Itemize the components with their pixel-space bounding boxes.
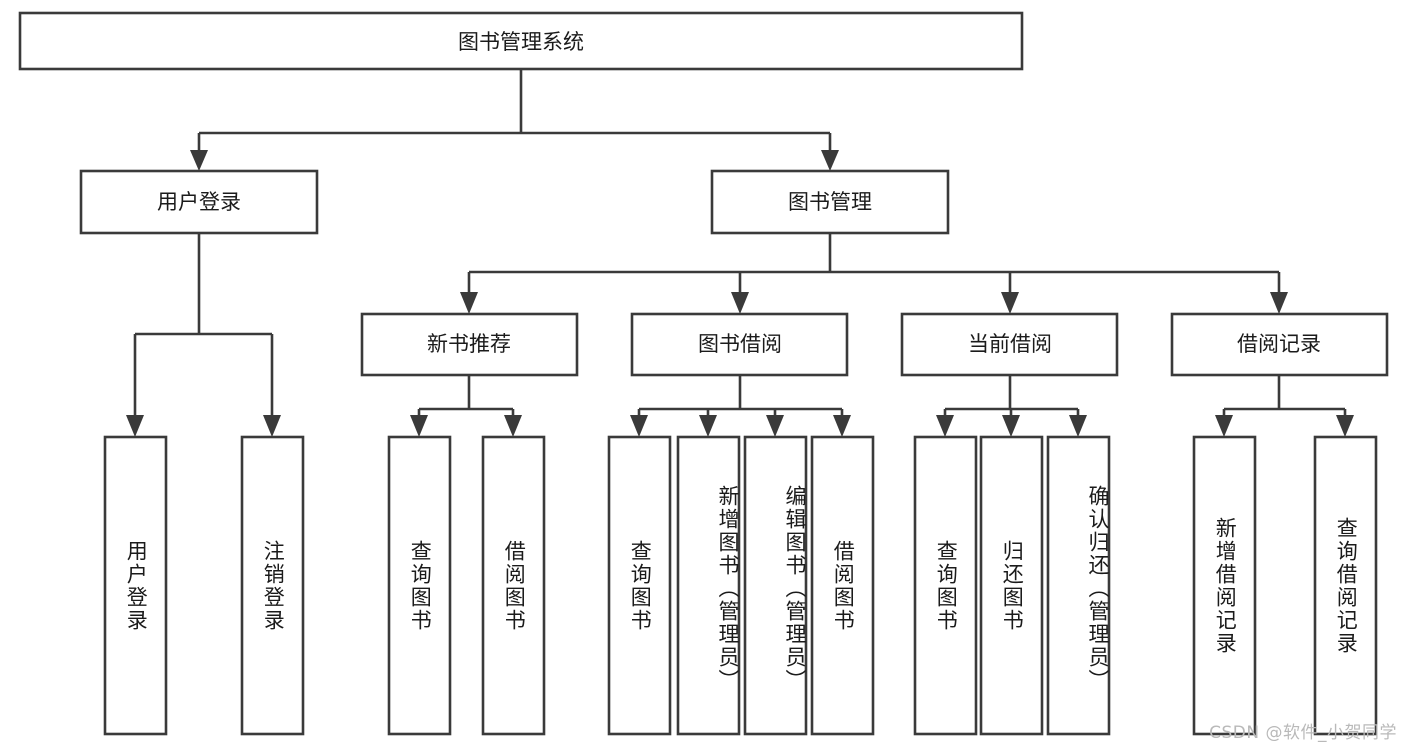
node-box-leaf-nb-query-book[interactable]: [387, 435, 452, 736]
node-label-leaf-logout: 注销登录: [261, 539, 286, 632]
node-label-leaf-bb-query-book: 查询图书: [628, 539, 653, 632]
node-box-leaf-nb-borrow-book[interactable]: [481, 435, 546, 736]
arrow-head-book-mgmt: [821, 150, 839, 171]
arrow-head-leaf-logout: [263, 415, 281, 437]
arrow-head-current-borrow: [1001, 292, 1019, 314]
node-box-leaf-br-query-record[interactable]: [1313, 435, 1378, 736]
node-label-current-borrow: 当前借阅: [968, 332, 1052, 356]
node-box-leaf-br-add-record[interactable]: [1192, 435, 1257, 736]
edges-group: [126, 69, 1354, 437]
node-label-root: 图书管理系统: [458, 30, 584, 54]
node-box-book-management[interactable]: [710, 169, 950, 235]
arrow-head-cb-return: [1002, 415, 1020, 437]
arrow-head-leaf-user-login: [126, 415, 144, 437]
node-box-leaf-cb-query-book[interactable]: [913, 435, 978, 736]
node-label-book-borrow: 图书借阅: [698, 332, 782, 356]
node-label-leaf-user-login: 用户登录: [124, 539, 149, 632]
node-box-leaf-bb-query-book[interactable]: [607, 435, 672, 736]
arrow-head-br-add: [1215, 415, 1233, 437]
node-box-leaf-user-login[interactable]: [103, 435, 168, 736]
arrow-head-bb-add: [699, 415, 717, 437]
node-box-borrow-record[interactable]: [1170, 312, 1389, 377]
node-label-leaf-cb-confirm-return: 确认归还（管理员）: [1086, 485, 1110, 692]
arrow-head-br-query: [1336, 415, 1354, 437]
arrow-head-nb-query: [410, 415, 428, 437]
node-label-leaf-br-add-record: 新增借阅记录: [1213, 516, 1238, 655]
node-box-leaf-bb-edit-book[interactable]: [743, 435, 808, 736]
arrow-head-bb-query: [630, 415, 648, 437]
node-label-leaf-br-query-record: 查询借阅记录: [1334, 516, 1359, 655]
node-box-root[interactable]: [18, 11, 1024, 71]
node-box-leaf-bb-add-book[interactable]: [676, 435, 741, 736]
arrow-head-nb-borrow: [504, 415, 522, 437]
node-label-borrow-record: 借阅记录: [1237, 332, 1321, 356]
arrow-head-user-login: [190, 150, 208, 171]
node-label-leaf-bb-borrow-book: 借阅图书: [831, 539, 856, 632]
arrow-head-cb-confirm: [1069, 415, 1087, 437]
arrow-head-cb-query: [936, 415, 954, 437]
node-box-leaf-bb-borrow-book[interactable]: [810, 435, 875, 736]
node-box-user-login[interactable]: [79, 169, 319, 235]
node-label-new-book-recommend: 新书推荐: [427, 332, 511, 356]
node-box-leaf-logout[interactable]: [240, 435, 305, 736]
node-label-leaf-nb-borrow-book: 借阅图书: [502, 539, 527, 632]
node-box-book-borrow[interactable]: [630, 312, 849, 377]
node-label-leaf-nb-query-book: 查询图书: [408, 539, 433, 632]
node-box-leaf-cb-return-book[interactable]: [979, 435, 1044, 736]
node-label-leaf-bb-edit-book: 编辑图书（管理员）: [783, 485, 807, 692]
node-box-leaf-cb-confirm-return[interactable]: [1046, 435, 1111, 736]
node-label-user-login: 用户登录: [157, 190, 241, 214]
arrow-head-borrow-record: [1270, 292, 1288, 314]
node-label-leaf-bb-add-book: 新增图书（管理员）: [716, 485, 740, 692]
node-box-current-borrow[interactable]: [900, 312, 1119, 377]
arrow-head-book-borrow: [731, 292, 749, 314]
csdn-watermark: CSDN @软件_小贺同学: [1209, 723, 1397, 743]
node-box-new-book-recommend[interactable]: [360, 312, 579, 377]
nodes-group: 图书管理系统 用户登录 图书管理 新书推荐 图书借阅 当前借阅 借阅记录: [18, 11, 1389, 736]
node-label-leaf-cb-return-book: 归还图书: [1000, 539, 1025, 632]
arrow-head-bb-borrow: [833, 415, 851, 437]
arrow-head-new-book: [460, 292, 478, 314]
node-label-book-management: 图书管理: [788, 190, 872, 214]
arrow-head-bb-edit: [766, 415, 784, 437]
node-label-leaf-cb-query-book: 查询图书: [934, 539, 959, 632]
